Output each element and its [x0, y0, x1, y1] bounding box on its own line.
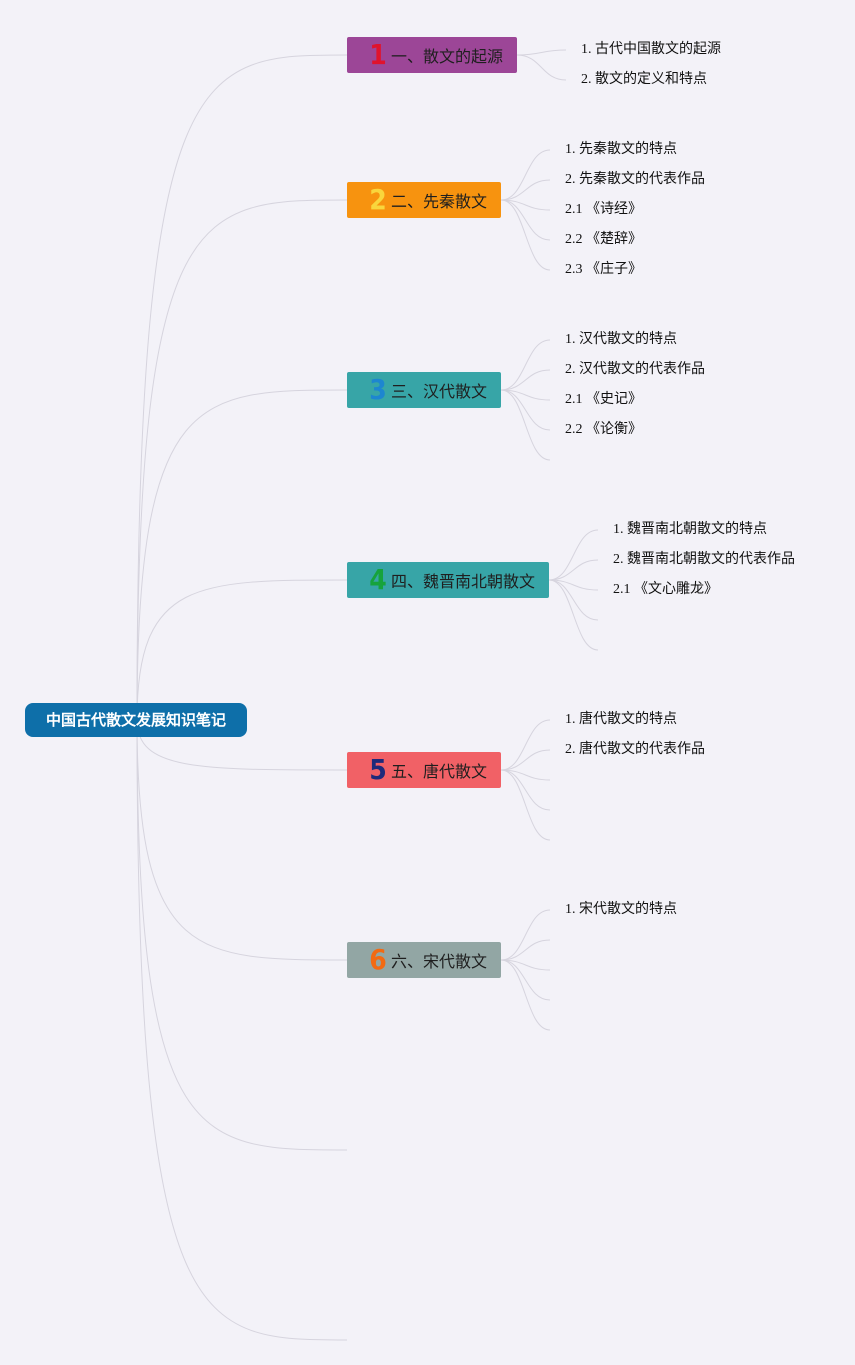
section-node-4[interactable]: 4 四、魏晋南北朝散文 — [347, 562, 549, 598]
root-connector — [136, 579, 348, 721]
section-node-2[interactable]: 2 二、先秦散文 — [347, 182, 501, 218]
leaf-topic[interactable]: 1. 魏晋南北朝散文的特点 — [613, 522, 767, 537]
leaf-connector — [516, 54, 567, 81]
leaf-topic[interactable]: 1. 宋代散文的特点 — [565, 902, 677, 917]
root-node[interactable]: 中国古代散文发展知识笔记 — [25, 703, 247, 737]
section-label: 五、唐代散文 — [391, 762, 488, 781]
section-label: 三、汉代散文 — [391, 382, 488, 401]
leaf-connector — [500, 959, 551, 1001]
section-label: 四、魏晋南北朝散文 — [391, 572, 536, 591]
leaf-connector — [548, 529, 599, 581]
root-label: 中国古代散文发展知识笔记 — [45, 711, 226, 729]
section-number: 4 — [369, 563, 387, 596]
leaf-connector — [548, 579, 599, 621]
leaf-topic[interactable]: 2. 唐代散文的代表作品 — [565, 742, 705, 757]
leaf-connector — [500, 909, 551, 961]
section-label: 二、先秦散文 — [391, 192, 488, 211]
root-connector — [136, 389, 348, 721]
root-connector — [136, 199, 348, 721]
leaf-connector — [500, 369, 551, 391]
leaf-connector — [500, 389, 551, 461]
section-number: 2 — [369, 183, 387, 216]
section-number: 1 — [369, 38, 387, 71]
leaf-topic[interactable]: 1. 唐代散文的特点 — [565, 712, 677, 727]
root-connector — [136, 719, 348, 1341]
section-node-1[interactable]: 1 一、散文的起源 — [347, 37, 517, 73]
leaf-topic[interactable]: 2. 汉代散文的代表作品 — [565, 362, 705, 377]
leaf-connector — [548, 579, 599, 651]
root-connector — [136, 54, 348, 721]
root-connector — [136, 719, 348, 1151]
leaf-topic[interactable]: 1. 先秦散文的特点 — [565, 142, 677, 157]
leaf-topic[interactable]: 2. 散文的定义和特点 — [581, 72, 707, 87]
leaf-topic[interactable]: 1. 汉代散文的特点 — [565, 332, 677, 347]
leaf-connector — [500, 959, 551, 1031]
leaf-topic[interactable]: 2.1 《史记》 — [565, 392, 642, 407]
leaf-connector — [500, 769, 551, 811]
leaf-connector — [500, 769, 551, 841]
leaf-connector — [500, 719, 551, 771]
leaf-topic[interactable]: 2.2 《论衡》 — [565, 422, 642, 437]
leaf-topic[interactable]: 2.3 《庄子》 — [565, 262, 642, 277]
leaf-connector — [500, 939, 551, 961]
leaf-topic[interactable]: 1. 古代中国散文的起源 — [581, 42, 721, 57]
section-node-5[interactable]: 5 五、唐代散文 — [347, 752, 501, 788]
section-node-3[interactable]: 3 三、汉代散文 — [347, 372, 501, 408]
section-node-6[interactable]: 6 六、宋代散文 — [347, 942, 501, 978]
leaf-topic[interactable]: 2. 魏晋南北朝散文的代表作品 — [613, 552, 795, 567]
leaf-connector — [500, 199, 551, 241]
root-connector — [136, 719, 348, 961]
section-label: 一、散文的起源 — [391, 47, 504, 66]
leaf-connector — [500, 339, 551, 391]
leaf-connector — [516, 49, 567, 56]
leaf-topic[interactable]: 2. 先秦散文的代表作品 — [565, 172, 705, 187]
section-number: 3 — [369, 373, 387, 406]
leaf-connector — [500, 199, 551, 271]
leaf-connector — [548, 559, 599, 581]
leaf-connector — [500, 749, 551, 771]
leaf-topic[interactable]: 2.1 《诗经》 — [565, 202, 642, 217]
section-number: 6 — [369, 943, 387, 976]
leaf-connector — [500, 389, 551, 431]
leaf-topic[interactable]: 2.2 《楚辞》 — [565, 232, 642, 247]
leaf-connector — [500, 149, 551, 201]
leaf-topic[interactable]: 2.1 《文心雕龙》 — [613, 582, 718, 597]
section-label: 六、宋代散文 — [391, 952, 488, 971]
section-number: 5 — [369, 753, 387, 786]
leaf-connector — [500, 179, 551, 201]
